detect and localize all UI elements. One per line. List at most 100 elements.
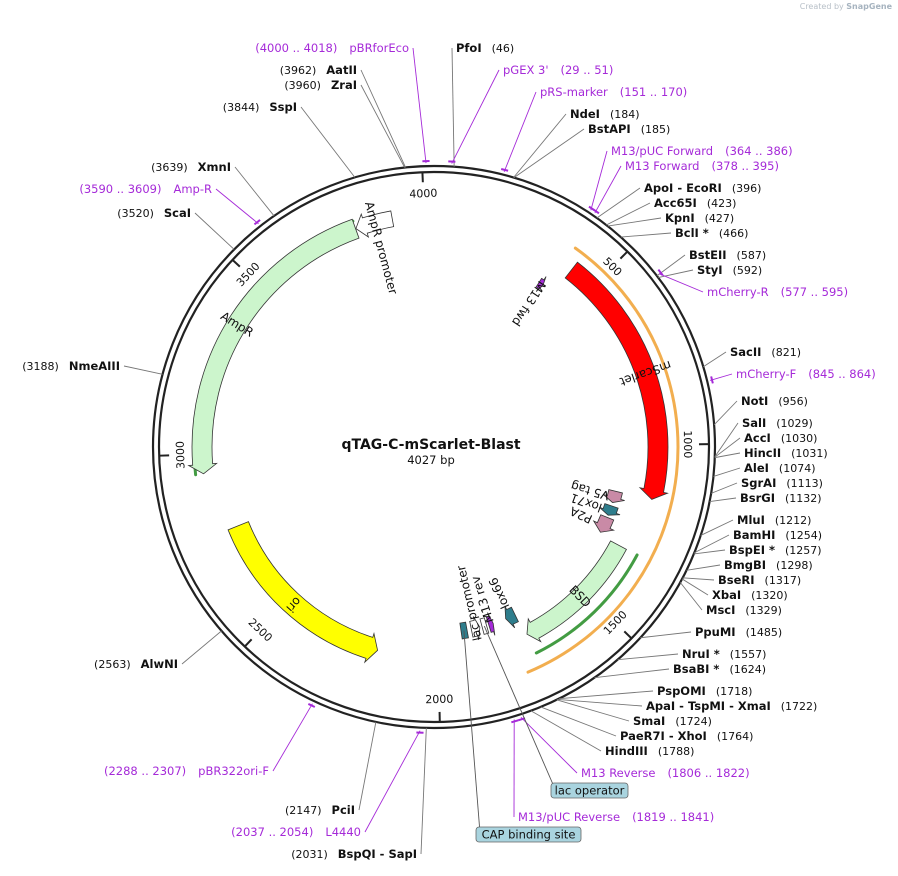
feature-v5-tag[interactable] — [603, 489, 625, 503]
enzyme-bsteii[interactable]: BstEII(587) — [689, 248, 766, 262]
enzyme-position: (956) — [778, 395, 808, 408]
enzyme-name: XbaI — [712, 588, 741, 602]
enzyme-sspi[interactable]: SspI(3844) — [223, 100, 297, 114]
primer-m13-puc-forward[interactable]: M13/pUC Forward(364 .. 386) — [611, 144, 793, 158]
primer-m13-puc-reverse[interactable]: M13/pUC Reverse(1819 .. 1841) — [518, 810, 714, 824]
enzyme-xmni[interactable]: XmnI(3639) — [151, 160, 231, 174]
enzyme-ppumi[interactable]: PpuMI(1485) — [695, 625, 782, 639]
enzyme-pspomi[interactable]: PspOMI(1718) — [657, 684, 752, 698]
enzyme-smai[interactable]: SmaI(1724) — [633, 714, 712, 728]
enzyme-position: (1722) — [781, 700, 818, 713]
primer-range: (1806 .. 1822) — [667, 766, 749, 780]
enzyme-leader-line — [700, 519, 734, 536]
enzyme-bspei[interactable]: BspEI *(1257) — [729, 543, 822, 557]
feature-ampr-promoter[interactable] — [355, 210, 395, 238]
enzyme-name: SacII — [730, 345, 761, 359]
enzyme-apoi-ecori[interactable]: ApoI - EcoRI(396) — [644, 181, 761, 195]
enzyme-name: NotI — [741, 394, 768, 408]
enzyme-hindiii[interactable]: HindIII(1788) — [605, 744, 694, 758]
feature-cap-binding-site[interactable] — [459, 621, 469, 640]
enzyme-name: AleI — [744, 461, 769, 475]
enzyme-apai-tspmi-xmai[interactable]: ApaI - TspMI - XmaI(1722) — [646, 699, 817, 713]
primer-pbr322ori-f[interactable]: pBR322ori-F(2288 .. 2307) — [104, 764, 269, 778]
feature-lox71[interactable] — [599, 503, 621, 516]
tick-label: 3000 — [174, 441, 188, 469]
enzyme-kpni[interactable]: KpnI(427) — [665, 211, 734, 225]
enzyme-name: Acc65I — [654, 196, 697, 210]
enzyme-leader-line — [513, 113, 567, 178]
enzyme-leader-line — [540, 706, 617, 737]
primer-l4440[interactable]: L4440(2037 .. 2054) — [231, 825, 361, 839]
enzyme-scai[interactable]: ScaI(3520) — [117, 206, 191, 220]
enzyme-bcli[interactable]: BclI *(466) — [675, 226, 748, 240]
enzyme-nrui[interactable]: NruI *(1557) — [682, 647, 766, 661]
enzyme-acci[interactable]: AccI(1030) — [744, 431, 817, 445]
feature-ampr[interactable] — [187, 218, 360, 475]
primer-pgex-3[interactable]: pGEX 3'(29 .. 51) — [503, 63, 613, 77]
enzyme-bamhi[interactable]: BamHI(1254) — [733, 528, 822, 542]
primer-mcherry-r[interactable]: mCherry-R(577 .. 595) — [707, 285, 848, 299]
enzyme-zrai[interactable]: ZraI(3960) — [284, 78, 357, 92]
primer-binding-mark — [657, 269, 664, 276]
enzyme-hincii[interactable]: HincII(1031) — [744, 446, 828, 460]
feature-m13-fwd[interactable] — [535, 276, 547, 292]
feature-m13-rev[interactable] — [485, 612, 496, 636]
enzyme-pcii[interactable]: PciI(2147) — [285, 803, 355, 817]
primer-name: mCherry-F — [736, 367, 796, 381]
primer-name: pBRforEco — [349, 41, 409, 55]
feature-p2a[interactable] — [592, 514, 616, 533]
enzyme-noti[interactable]: NotI (956) — [741, 394, 808, 408]
feature-box-cap-binding-site[interactable]: CAP binding site — [475, 826, 582, 843]
enzyme-aatii[interactable]: AatII(3962) — [280, 63, 357, 77]
feature-lac-promoter[interactable] — [469, 616, 481, 640]
enzyme-name: AlwNI — [141, 657, 178, 671]
enzyme-styi[interactable]: StyI(592) — [697, 263, 762, 277]
feature-mscarlet[interactable] — [564, 261, 669, 500]
enzyme-acc65i[interactable]: Acc65I (423) — [654, 196, 736, 210]
enzyme-position: (1132) — [785, 492, 822, 505]
enzyme-leader-line — [617, 653, 679, 661]
enzyme-bmgbi[interactable]: BmgBI(1298) — [724, 558, 813, 572]
enzyme-paer7i-xhoi[interactable]: PaeR7I - XhoI(1764) — [620, 729, 753, 743]
feature-box-lac-operator[interactable]: lac operator — [550, 782, 629, 799]
primer-pbrforeco[interactable]: pBRforEco(4000 .. 4018) — [255, 41, 409, 55]
primer-name: Amp-R — [173, 182, 212, 196]
enzyme-bstapi[interactable]: BstAPI(185) — [588, 122, 670, 136]
enzyme-position: (3844) — [223, 101, 260, 114]
enzyme-ndei[interactable]: NdeI(184) — [570, 107, 640, 121]
enzyme-name: NruI * — [682, 647, 720, 661]
enzyme-alwni[interactable]: AlwNI(2563) — [94, 657, 178, 671]
enzyme-leader-line — [513, 128, 585, 178]
enzyme-msci[interactable]: MscI(1329) — [706, 603, 782, 617]
enzyme-leader-line — [713, 467, 741, 477]
feature-bsd[interactable] — [526, 540, 628, 643]
enzyme-bseri[interactable]: BseRI(1317) — [718, 573, 801, 587]
enzyme-sacii[interactable]: SacII(821) — [730, 345, 801, 359]
primer-prs-marker[interactable]: pRS-marker(151 .. 170) — [540, 85, 687, 99]
enzyme-pfoi[interactable]: PfoI(46) — [456, 41, 514, 55]
primer-m13-reverse[interactable]: M13 Reverse (1806 .. 1822) — [581, 766, 750, 780]
enzyme-bsabi[interactable]: BsaBI *(1624) — [673, 662, 766, 676]
credit-brand: SnapGene — [846, 2, 892, 11]
feature-lox66[interactable] — [504, 605, 519, 629]
enzyme-bspqi-sapi[interactable]: BspQI - SapI(2031) — [291, 847, 417, 861]
enzyme-xbai[interactable]: XbaI(1320) — [712, 588, 788, 602]
feature-box-label: lac operator — [555, 784, 625, 798]
enzyme-position: (423) — [707, 197, 737, 210]
enzyme-position: (1485) — [746, 626, 783, 639]
enzyme-mlui[interactable]: MluI(1212) — [737, 513, 811, 527]
enzyme-nmeaiii[interactable]: NmeAIII(3188) — [22, 359, 120, 373]
primer-mcherry-f[interactable]: mCherry-F(845 .. 864) — [736, 367, 876, 381]
enzyme-sali[interactable]: SalI(1029) — [742, 416, 813, 430]
enzyme-leader-line — [596, 187, 641, 219]
primer-m13-forward[interactable]: M13 Forward(378 .. 395) — [625, 159, 779, 173]
enzyme-sgrai[interactable]: SgrAI(1113) — [741, 476, 823, 490]
enzyme-leader-line — [557, 698, 643, 707]
enzyme-position: (2147) — [285, 804, 322, 817]
feature-ori[interactable] — [227, 521, 379, 664]
enzyme-name: NdeI — [570, 107, 600, 121]
enzyme-alei[interactable]: AleI(1074) — [744, 461, 816, 475]
primer-name: M13 Reverse — [581, 766, 655, 780]
enzyme-bsrgi[interactable]: BsrGI(1132) — [740, 491, 822, 505]
primer-amp-r[interactable]: Amp-R(3590 .. 3609) — [79, 182, 212, 196]
